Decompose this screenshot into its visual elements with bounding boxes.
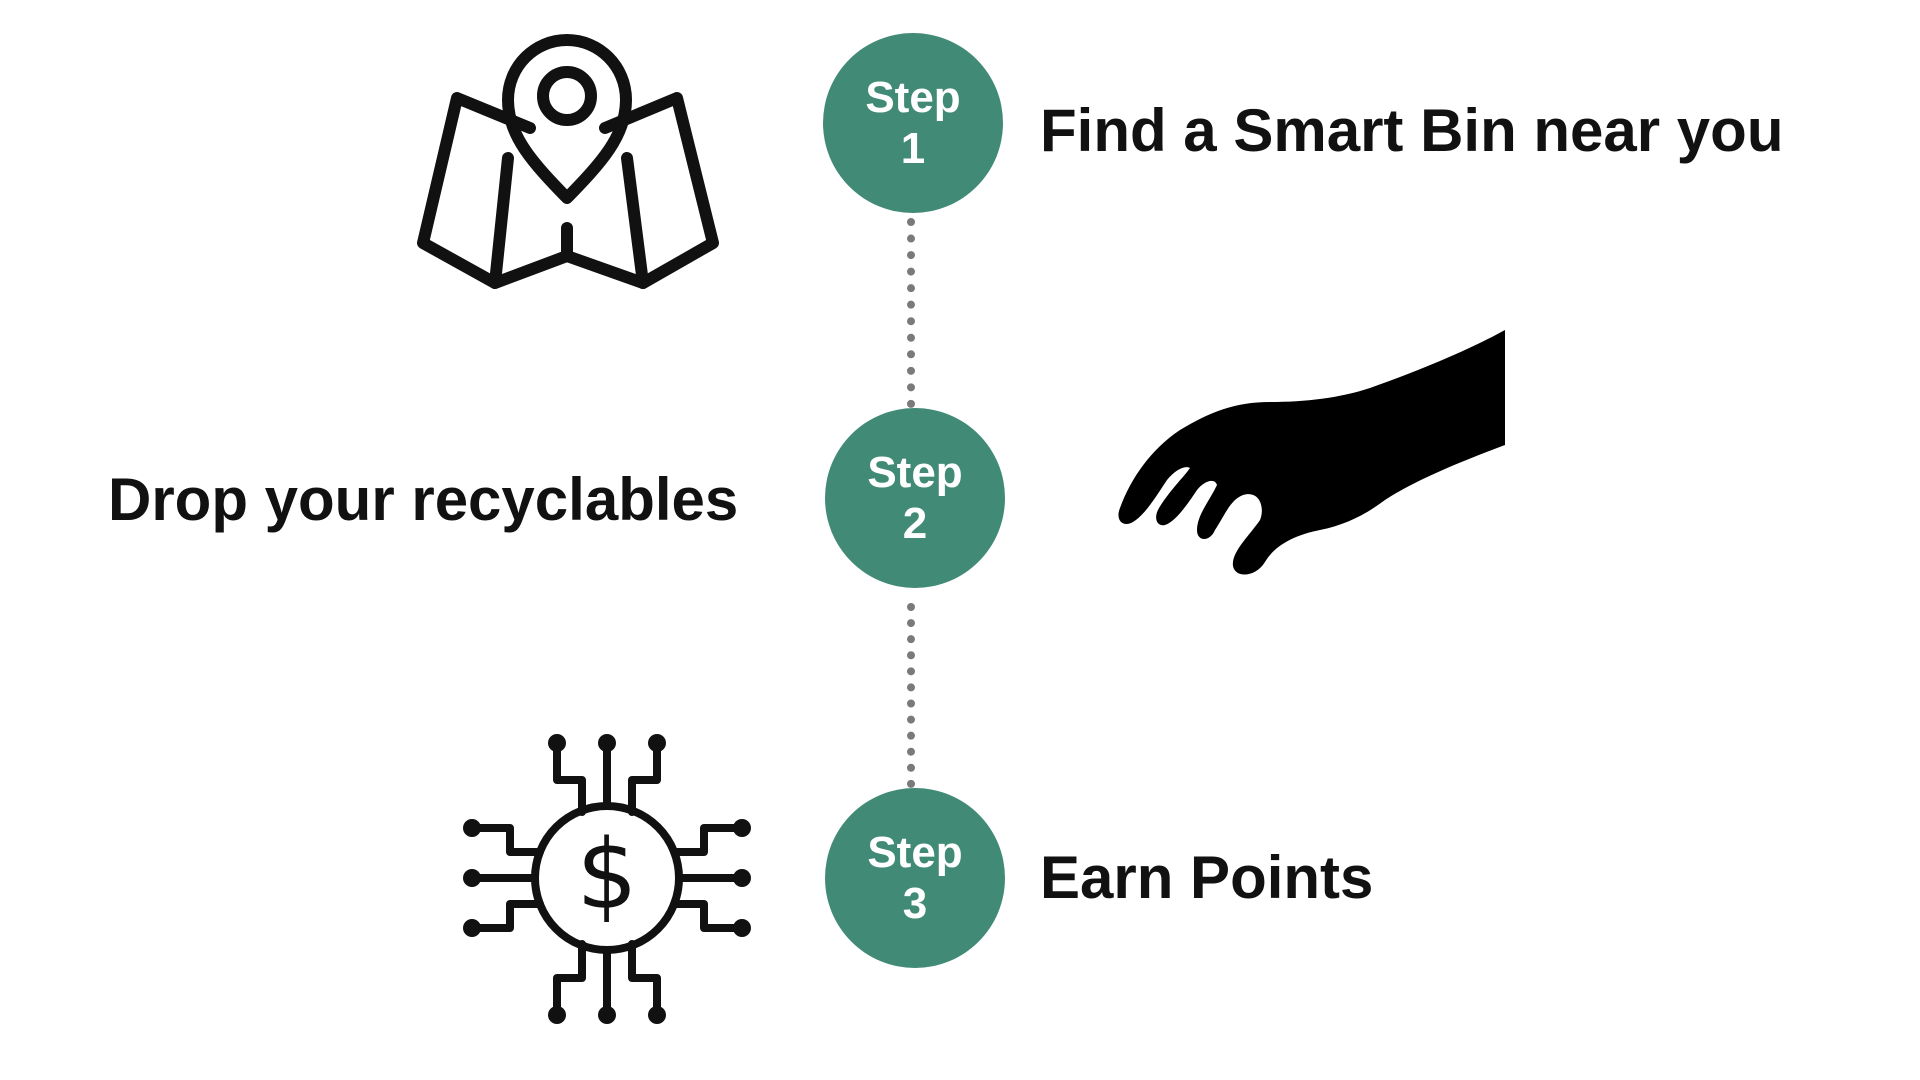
step-2-label: Drop your recyclables [108, 466, 739, 533]
map-pin-icon [415, 28, 720, 298]
step-badge-number: 1 [900, 124, 926, 173]
step-badge-word: Step [865, 72, 961, 122]
step-badge-number: 3 [902, 879, 928, 928]
connector-line [907, 603, 915, 788]
step-badge-word: Step [867, 827, 963, 877]
hand-icon [1115, 330, 1505, 580]
step-3-badge: Step 3 [825, 788, 1005, 968]
step-badge-number: 2 [902, 499, 928, 548]
step-1-label: Find a Smart Bin near you [1040, 97, 1784, 164]
connector-line [907, 218, 915, 408]
step-2-badge: Step 2 [825, 408, 1005, 588]
svg-text:$: $ [576, 819, 637, 931]
step-3-label: Earn Points [1040, 844, 1374, 911]
step-1-badge: Step 1 [823, 33, 1003, 213]
step-badge-word: Step [867, 447, 963, 497]
digital-dollar-icon: $ [462, 730, 752, 1030]
